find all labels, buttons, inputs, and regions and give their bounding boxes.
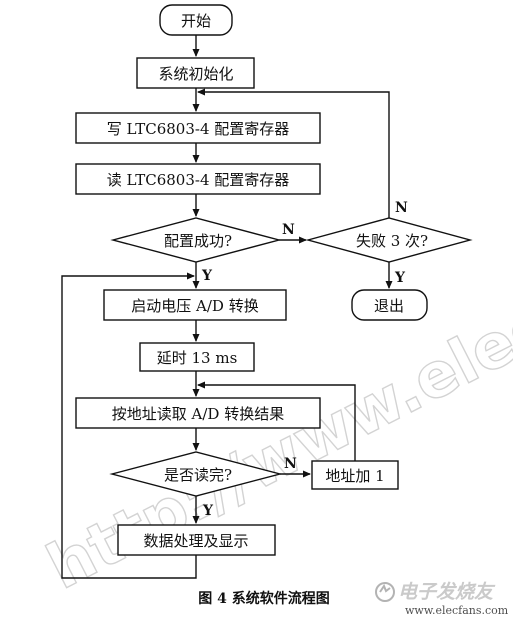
delay-process [139, 342, 255, 372]
fail-no-label: N [395, 200, 408, 216]
read-config-label: 读 LTC6803-4 配置寄存器 [107, 171, 290, 189]
done-yes-label: Y [202, 503, 214, 519]
delay-label: 延时 13 ms [157, 349, 238, 367]
data-process-label: 数据处理及显示 [143, 532, 248, 550]
exit-label: 退出 [374, 297, 404, 315]
conn-main-loop [61, 272, 197, 579]
start-ad-process [103, 289, 287, 321]
read-done-label: 是否读完? [164, 466, 232, 484]
fail-yes-label: Y [394, 270, 406, 286]
exit-terminal [351, 289, 428, 321]
config-no-label: N [282, 222, 295, 238]
write-config-process [75, 112, 321, 144]
read-config-process [75, 163, 321, 195]
read-result-label: 按地址读取 A/D 转换结果 [112, 405, 284, 423]
init-label: 系统初始化 [158, 65, 233, 83]
conn-fail-no-loop [197, 88, 390, 218]
read-result-process [75, 397, 321, 429]
conn-addr-loop [197, 381, 356, 461]
config-ok-label: 配置成功? [164, 232, 232, 250]
logo-site: www.elecfans.com [405, 604, 509, 617]
config-yes-label: Y [201, 268, 213, 284]
logo-text: 电子发烧友 [398, 581, 496, 603]
data-process [117, 524, 276, 556]
elecfans-logo: 电子发烧友 www.elecfans.com [375, 581, 509, 617]
logo-mark-icon [375, 582, 395, 602]
done-no-label: N [284, 456, 297, 472]
write-config-label: 写 LTC6803-4 配置寄存器 [107, 120, 290, 138]
addr-inc-label: 地址加 1 [325, 467, 384, 485]
fail-three-decision [305, 217, 473, 263]
start-ad-label: 启动电压 A/D 转换 [131, 297, 258, 315]
start-label: 开始 [181, 12, 211, 30]
figure-caption: 图 4 系统软件流程图 [198, 590, 330, 607]
fail-three-label: 失败 3 次? [356, 232, 428, 250]
